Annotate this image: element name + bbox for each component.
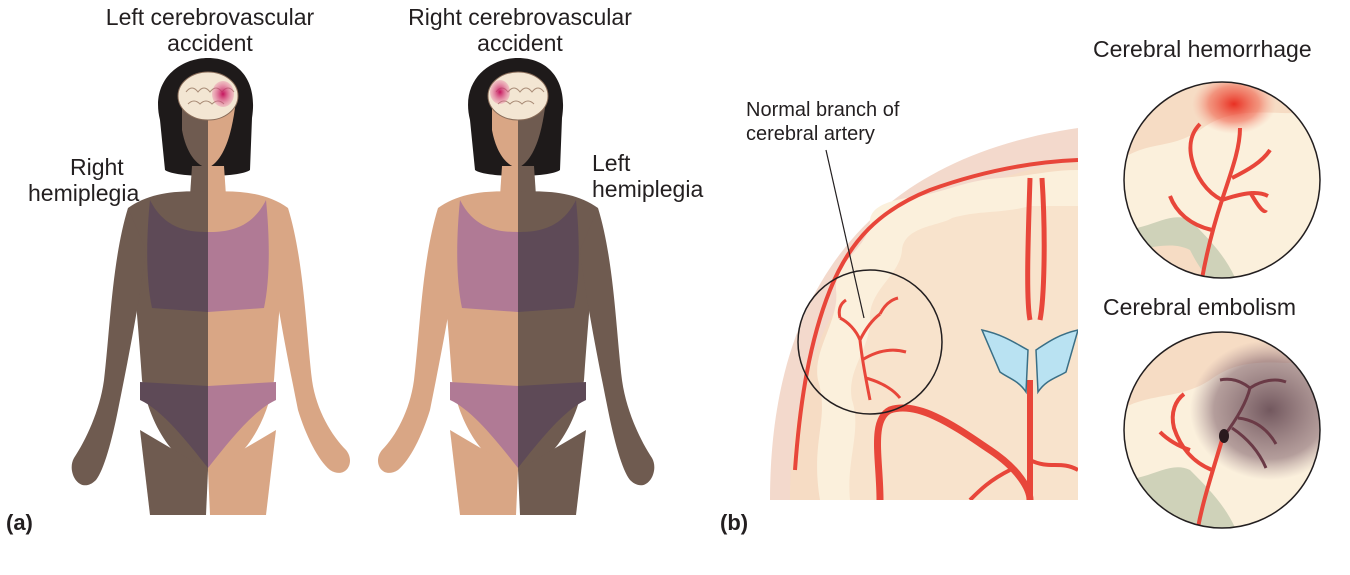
- left-arm-paralyzed: [580, 208, 655, 486]
- right-cva-title: Right cerebrovascular accident: [370, 4, 670, 56]
- magnifier-circle: [797, 269, 943, 415]
- lesion-left-hemisphere: [212, 81, 234, 107]
- right-cva-title-line1: Right cerebrovascular: [408, 4, 632, 30]
- lesion-right-hemisphere: [490, 80, 510, 104]
- right-arm-paralyzed: [71, 208, 146, 486]
- left-cva-title: Left cerebrovascular accident: [80, 4, 340, 56]
- right-cva-title-line2: accident: [477, 30, 563, 56]
- hemorrhage-circle: [1123, 81, 1321, 279]
- embolism-inset: [1123, 331, 1321, 529]
- embolus: [1219, 429, 1229, 443]
- right-hemiplegia-line1: Right: [70, 154, 124, 180]
- panel-a-label: (a): [6, 510, 33, 535]
- normal-branch-callout: Normal branch of cerebral artery: [746, 98, 899, 146]
- normal-artery-branch: [837, 296, 907, 401]
- lateral-ventricle-right: [1035, 329, 1078, 395]
- callout-line1: Normal branch of: [746, 99, 900, 121]
- midline-artery: [1025, 177, 1033, 321]
- left-hemiplegia-line2: hemiplegia: [592, 176, 704, 202]
- brain-cross-section: [770, 128, 1078, 500]
- ischemic-region: [1190, 340, 1320, 480]
- panel-b-label: (b): [720, 510, 749, 535]
- hemorrhage-bleed: [1192, 82, 1276, 134]
- occluded-artery-proximal: [1158, 392, 1224, 528]
- left-figure: [71, 58, 351, 515]
- right-hemiplegia-label: Right hemiplegia: [28, 154, 139, 206]
- embolism-title: Cerebral embolism: [1103, 294, 1297, 320]
- left-hemiplegia-label: Left hemiplegia: [592, 150, 703, 202]
- left-hemiplegia-line1: Left: [592, 150, 631, 176]
- surface-artery: [793, 158, 1078, 471]
- right-figure: [377, 58, 655, 515]
- hemorrhage-inset: [1123, 81, 1321, 279]
- ruptured-artery: [1168, 122, 1272, 278]
- hemorrhage-title: Cerebral hemorrhage: [1093, 36, 1312, 62]
- right-hemiplegia-line2: hemiplegia: [28, 180, 140, 206]
- left-cva-title-line2: accident: [167, 30, 253, 56]
- callout-line2: cerebral artery: [746, 123, 875, 145]
- callout-leader-line: [825, 149, 865, 319]
- embolism-circle: [1123, 331, 1321, 529]
- lateral-ventricle-left: [980, 328, 1029, 395]
- middle-cerebral-artery: [874, 404, 1034, 500]
- left-cva-title-line1: Left cerebrovascular: [105, 4, 315, 30]
